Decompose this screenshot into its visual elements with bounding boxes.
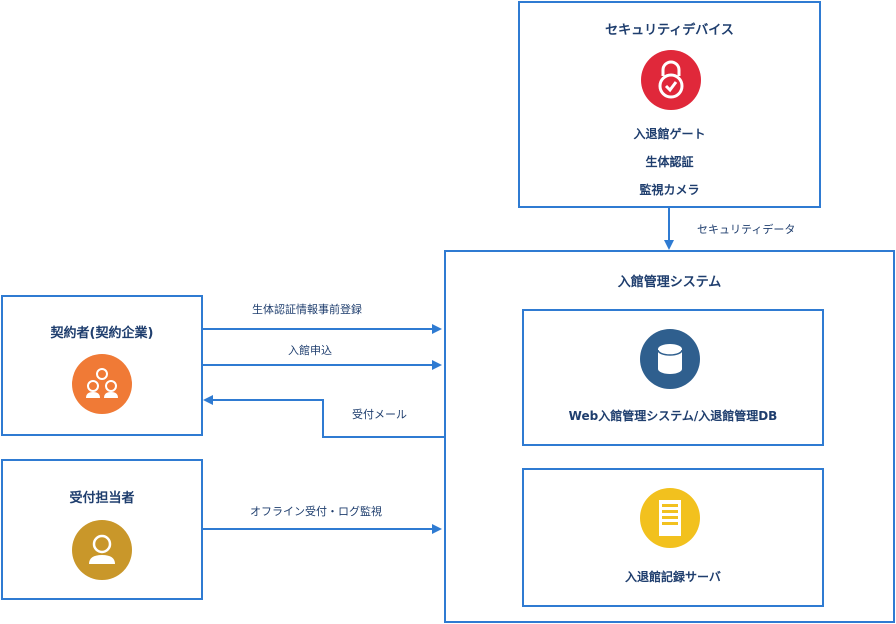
db-label: Web入館管理システム/入退館管理DB bbox=[568, 409, 778, 423]
person-icon bbox=[72, 520, 132, 580]
security-device-title: セキュリティデバイス bbox=[605, 23, 734, 38]
server-label: 入退館記録サーバ bbox=[625, 570, 721, 584]
contractor-title: 契約者(契約企業) bbox=[50, 326, 154, 341]
system-box: 入館管理システム Web入館管理システム/入退館管理DB 入退館記録サーバ bbox=[444, 250, 895, 623]
group-icon bbox=[72, 354, 132, 414]
edge-reception-mail bbox=[203, 395, 444, 438]
edge-label-bio-register: 生体認証情報事前登録 bbox=[252, 303, 362, 316]
security-device-box: セキュリティデバイス 入退館ゲート 生体認証 監視カメラ bbox=[518, 1, 821, 208]
lock-check-icon bbox=[641, 50, 701, 110]
contractor-box: 契約者(契約企業) bbox=[1, 295, 203, 436]
security-item-gate: 入退館ゲート bbox=[633, 127, 706, 141]
server-icon bbox=[640, 488, 700, 548]
receptionist-box: 受付担当者 bbox=[1, 459, 203, 600]
edge-label-security-data: セキュリティデータ bbox=[697, 223, 796, 236]
database-icon bbox=[640, 329, 700, 389]
edge-label-entry-request: 入館申込 bbox=[288, 344, 332, 357]
edge-label-offline: オフライン受付・ログ監視 bbox=[250, 505, 382, 518]
security-item-camera: 監視カメラ bbox=[639, 183, 700, 197]
db-box: Web入館管理システム/入退館管理DB bbox=[522, 309, 824, 446]
edge-label-reception-mail: 受付メール bbox=[352, 408, 407, 421]
receptionist-title: 受付担当者 bbox=[69, 491, 135, 506]
security-item-biometric: 生体認証 bbox=[645, 155, 694, 169]
server-box: 入退館記録サーバ bbox=[522, 468, 824, 607]
system-title: 入館管理システム bbox=[617, 275, 722, 290]
